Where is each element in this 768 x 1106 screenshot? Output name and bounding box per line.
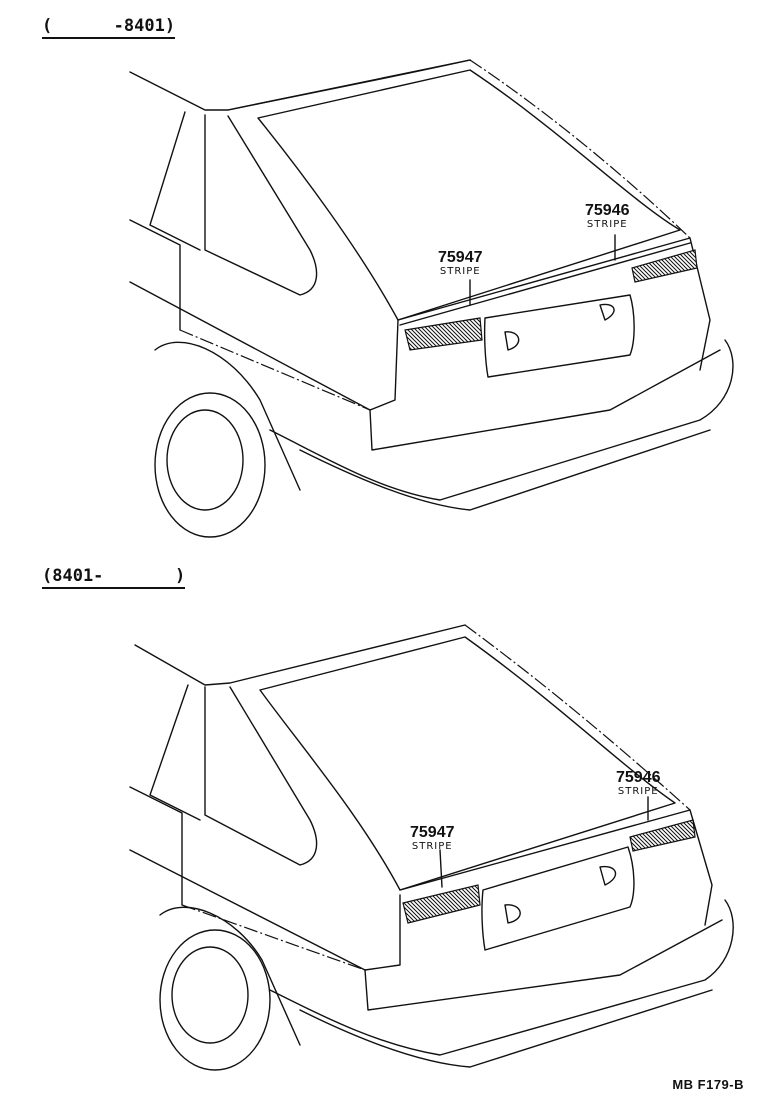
car-rear-illustration xyxy=(129,624,734,1071)
callout-stripe-75947: 75947 STRIPE xyxy=(410,824,455,852)
car-rear-diagram-pre-8401: 75947 STRIPE 75946 STRIPE xyxy=(0,50,768,550)
section-label-pre-8401: ( -8401) xyxy=(42,16,176,39)
figure-code: MB F179-B xyxy=(672,1077,744,1092)
callout-stripe-75947: 75947 STRIPE xyxy=(438,249,483,277)
section-label-post-8401: (8401- ) xyxy=(42,566,186,589)
car-rear-illustration xyxy=(129,59,734,538)
callout-stripe-75946: 75946 STRIPE xyxy=(585,202,630,230)
callout-stripe-75946: 75946 STRIPE xyxy=(616,769,661,797)
car-rear-diagram-post-8401: 75947 STRIPE 75946 STRIPE xyxy=(0,615,768,1075)
